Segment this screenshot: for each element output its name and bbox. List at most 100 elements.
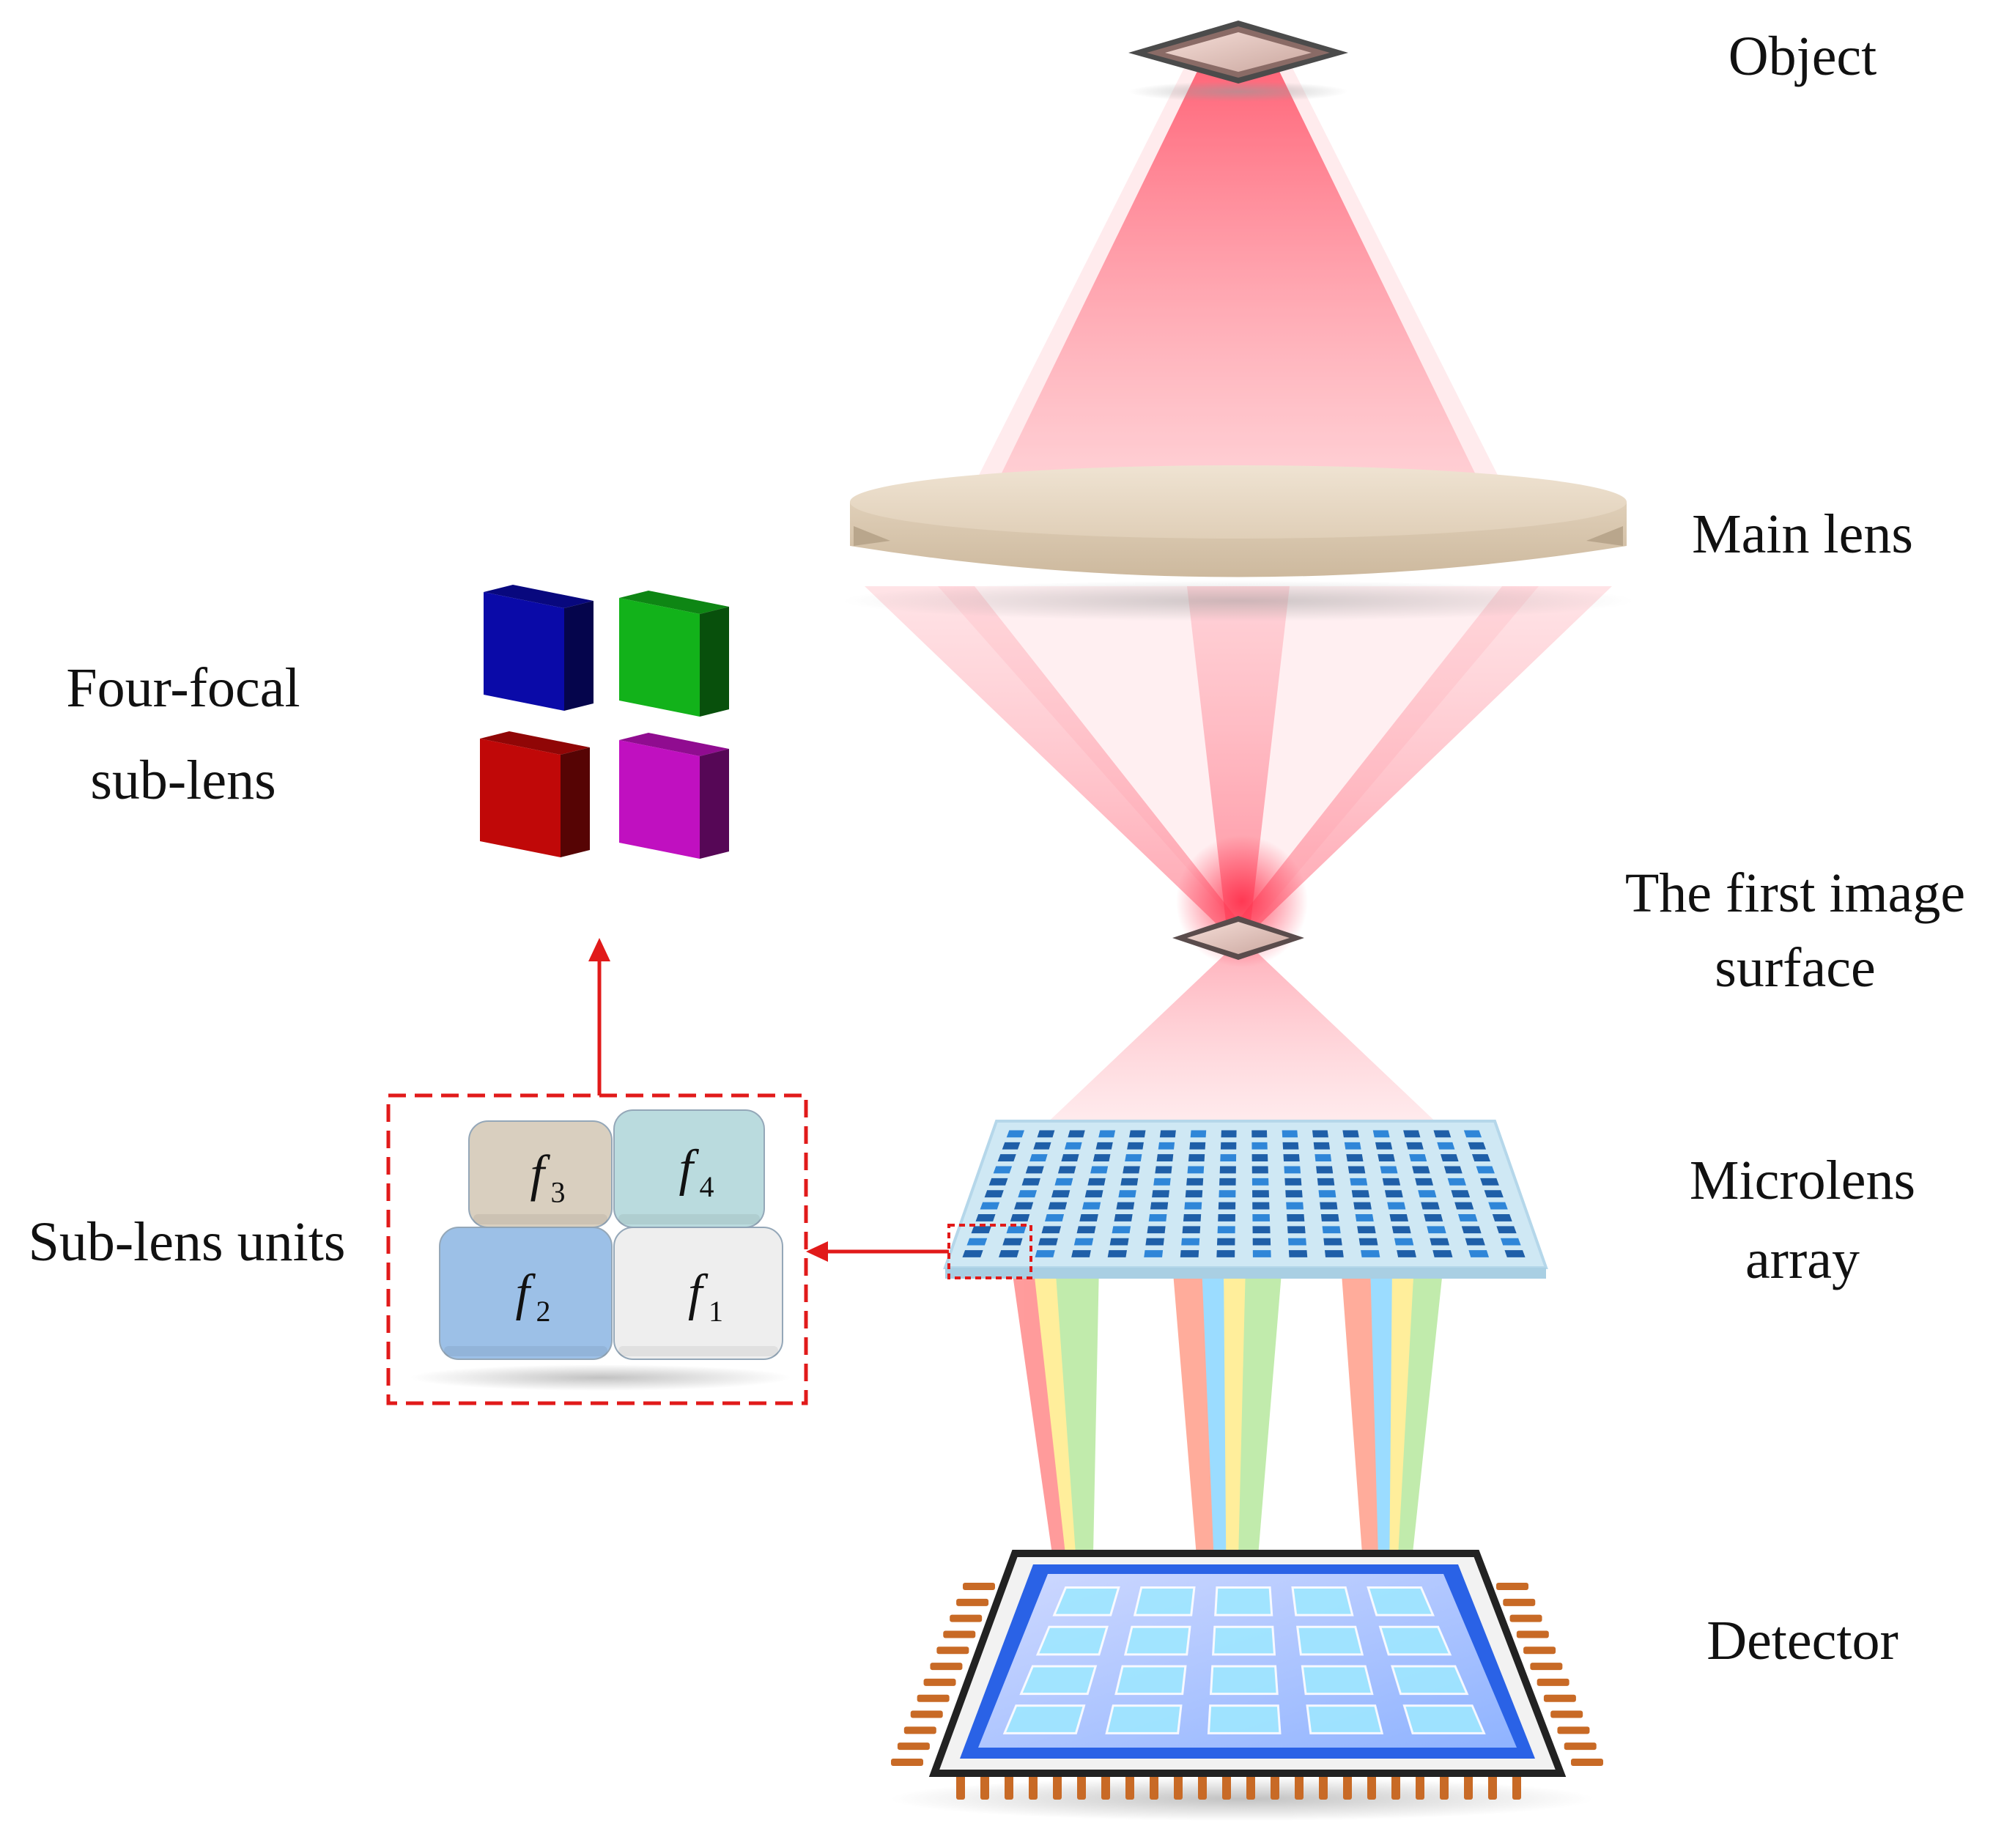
microlens-cell bbox=[1006, 1226, 1027, 1234]
sub-lens-index: 3 bbox=[551, 1176, 566, 1209]
microlens-cell bbox=[1344, 1142, 1361, 1150]
beam-lens-to-image-right bbox=[1227, 586, 1612, 934]
detector-pin bbox=[1367, 1773, 1376, 1800]
microlens-cell bbox=[1002, 1142, 1021, 1150]
microlens-cell bbox=[999, 1250, 1019, 1257]
microlens-cell bbox=[1421, 1202, 1440, 1210]
microlens-cell bbox=[1282, 1142, 1299, 1150]
microlens-cell bbox=[1500, 1238, 1521, 1246]
microlens-cell bbox=[1145, 1238, 1164, 1246]
detector-cell bbox=[1035, 1625, 1109, 1656]
microlens-cell bbox=[1251, 1130, 1268, 1138]
detector-cell bbox=[1207, 1704, 1282, 1734]
microlens-cell bbox=[1186, 1178, 1204, 1186]
sub-lens-index: 4 bbox=[700, 1170, 714, 1203]
detector-cell bbox=[1391, 1665, 1469, 1696]
microlens-cell bbox=[1504, 1250, 1526, 1257]
detector-cell bbox=[1214, 1586, 1273, 1616]
microlens-cell bbox=[1465, 1238, 1485, 1246]
callout-arrowhead bbox=[806, 1241, 828, 1262]
detector-pin bbox=[1053, 1773, 1062, 1800]
microlens-cell bbox=[1127, 1142, 1144, 1150]
beam-lens-to-image-cross bbox=[938, 586, 1539, 934]
microlens-cell bbox=[1220, 1142, 1237, 1150]
microlens-cell bbox=[1252, 1190, 1269, 1198]
microlens-cell bbox=[1387, 1202, 1406, 1210]
microlens-array bbox=[943, 1120, 1548, 1279]
microlens-cell bbox=[1357, 1226, 1376, 1234]
microlens-cell bbox=[1159, 1130, 1176, 1138]
detector-pin bbox=[1509, 1614, 1542, 1622]
microlens-cell bbox=[1252, 1226, 1271, 1234]
label-first-image-line1: The first image bbox=[1624, 862, 1966, 924]
detector-cell bbox=[1052, 1586, 1120, 1616]
microlens-cell bbox=[1394, 1238, 1414, 1246]
detector-pin bbox=[1564, 1742, 1597, 1751]
main-lens bbox=[850, 465, 1627, 577]
microlens-cell bbox=[1180, 1250, 1199, 1257]
microlens-cell bbox=[1320, 1202, 1338, 1210]
microlens-cell bbox=[1221, 1130, 1237, 1138]
microlens-cell bbox=[1284, 1178, 1302, 1186]
detector-pin bbox=[956, 1598, 989, 1606]
microlens-cell bbox=[997, 1154, 1016, 1161]
detector-pin bbox=[1198, 1773, 1207, 1800]
microlens-cell bbox=[1389, 1214, 1409, 1221]
beam-object-to-lens bbox=[996, 62, 1480, 484]
label-four-focal-line1: Four-focal bbox=[66, 657, 300, 719]
microlens-cell bbox=[1037, 1130, 1055, 1138]
detector-pin bbox=[1523, 1646, 1556, 1655]
microlens-cell bbox=[1316, 1166, 1334, 1174]
microlens-cell bbox=[1342, 1130, 1359, 1138]
label-object: Object bbox=[1728, 26, 1877, 87]
detector-cell bbox=[1402, 1704, 1486, 1734]
microlens-cell bbox=[1251, 1166, 1268, 1174]
detector-cell bbox=[1291, 1586, 1354, 1616]
detector-pin bbox=[950, 1614, 983, 1622]
microlens-cell bbox=[1150, 1202, 1169, 1210]
microlens-cell bbox=[1116, 1202, 1135, 1210]
microlens-cell bbox=[1480, 1178, 1499, 1186]
detector-pin bbox=[1246, 1773, 1255, 1800]
detector-pin bbox=[1488, 1773, 1497, 1800]
microlens-cell bbox=[1144, 1250, 1164, 1257]
detector-cell bbox=[1002, 1704, 1086, 1734]
label-sub-lens-units: Sub-lens units bbox=[28, 1211, 346, 1273]
detector-pin bbox=[1440, 1773, 1449, 1800]
microlens-cell bbox=[1021, 1178, 1040, 1186]
microlens-cell bbox=[1412, 1166, 1430, 1174]
microlens-cell bbox=[1185, 1190, 1203, 1198]
microlens-cell bbox=[1025, 1166, 1044, 1174]
detector-pin bbox=[1550, 1710, 1583, 1718]
microlens-cell bbox=[1409, 1154, 1427, 1161]
microlens-cell bbox=[1443, 1166, 1463, 1174]
detector-pin bbox=[1391, 1773, 1400, 1800]
microlens-cell bbox=[1252, 1214, 1271, 1221]
microlens-cell bbox=[1081, 1202, 1101, 1210]
microlens-cell bbox=[1418, 1190, 1437, 1198]
microlens-cell bbox=[1403, 1130, 1421, 1138]
microlens-cell bbox=[1406, 1142, 1424, 1150]
detector-cell bbox=[1212, 1625, 1276, 1656]
microlens-cell bbox=[1090, 1166, 1109, 1174]
microlens-cell bbox=[1006, 1130, 1025, 1138]
label-first-image-line2: surface bbox=[1715, 937, 1876, 999]
microlens-cell bbox=[988, 1178, 1008, 1186]
beam-image-to-microlens bbox=[1026, 942, 1458, 1143]
microlens-cell bbox=[1397, 1250, 1416, 1257]
microlens-cell bbox=[1125, 1154, 1142, 1161]
microlens-cell bbox=[1468, 1250, 1490, 1257]
microlens-cell bbox=[1447, 1178, 1466, 1186]
detector-pin bbox=[956, 1773, 965, 1800]
microlens-cell bbox=[1014, 1202, 1034, 1210]
detector-pin bbox=[1271, 1773, 1279, 1800]
microlens-cell bbox=[1432, 1250, 1453, 1257]
microlens-cell bbox=[1286, 1202, 1304, 1210]
microlens-cell bbox=[1217, 1226, 1235, 1234]
detector-pin bbox=[1537, 1678, 1569, 1686]
microlens-cell bbox=[1313, 1142, 1331, 1150]
microlens-cell bbox=[1098, 1130, 1116, 1138]
microlens-cell bbox=[1380, 1166, 1398, 1174]
